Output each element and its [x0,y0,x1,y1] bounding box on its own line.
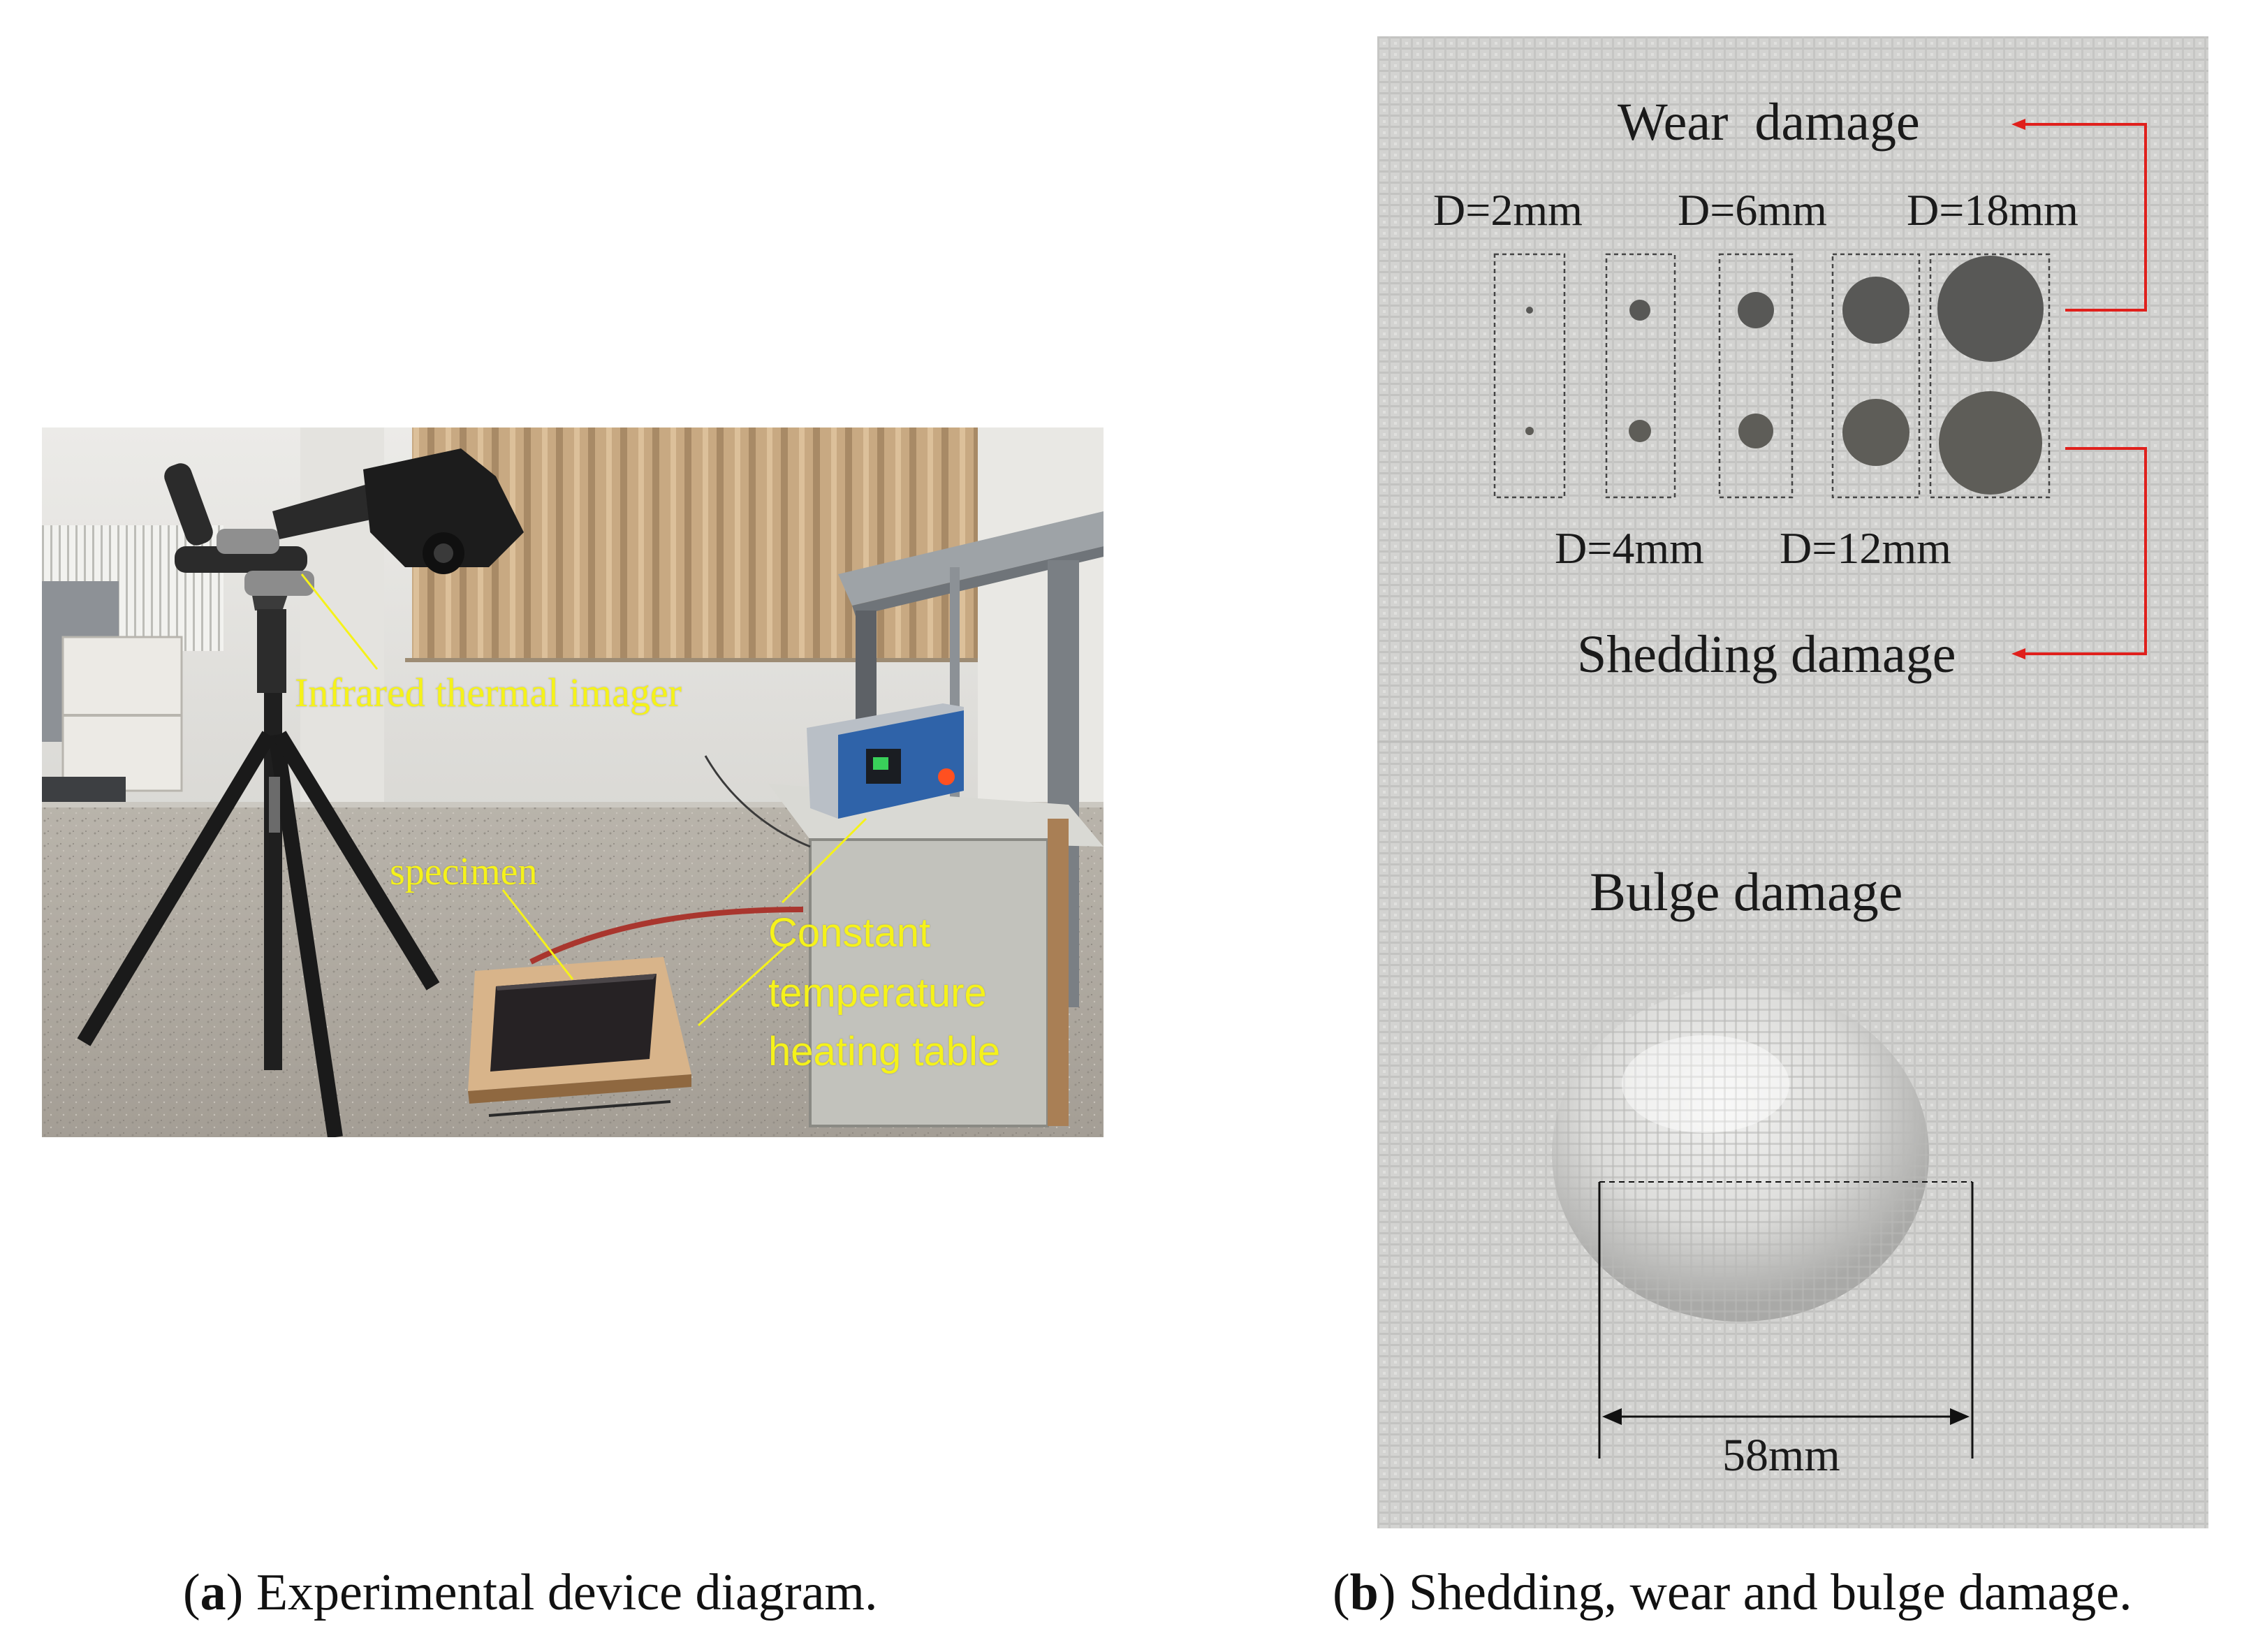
bulge-dimension-lines [1598,1181,1974,1459]
specimen-leader [501,889,574,980]
specimen-label: specimen [390,850,538,893]
fabric-texture [1377,36,2208,1528]
caption-a: (a) Experimental device diagram. [183,1564,878,1621]
infrared-imager-label: Infrared thermal imager [295,670,682,715]
wear-damage-title: Wear damage [1618,93,1920,152]
caption-b-text: Shedding, wear and bulge damage. [1408,1564,2132,1621]
diameter-label-4mm: D=4mm [1555,523,1704,573]
imager-leader [300,573,379,670]
shedding-damage-holes [1525,391,2042,495]
label-leader-lines [300,573,867,1027]
dimension-arrow-left [1602,1408,1622,1425]
wear-damage-holes [1526,256,2044,362]
dimension-arrow-right [1950,1408,1970,1425]
bulge-damage-title: Bulge damage [1590,861,1903,922]
wear-bracket-arrow [2023,123,2147,312]
experimental-device-photo: Infrared thermal imager specimen Constan… [42,427,1104,1137]
damage-specimens-photo: Wear damage D=2mm D=6mm D=18mm D=4mm D=1… [1377,36,2208,1528]
diameter-label-2mm: D=2mm [1433,185,1583,235]
wear-arrow-head [2011,119,2025,130]
heating-table-label-line1: Constant [768,910,931,956]
diameter-label-18mm: D=18mm [1907,185,2079,235]
diameter-label-6mm: D=6mm [1678,185,1827,235]
caption-a-text: Experimental device diagram. [256,1564,878,1621]
heating-table-label-line2: temperature [768,970,987,1016]
heating-table-label-line3: heating table [768,1029,1001,1074]
heating-plate-leader [697,943,789,1027]
specimen-boxes [1493,253,2051,499]
shedding-arrow-head [2011,648,2025,659]
bulge-dimension-label: 58mm [1722,1430,1840,1481]
device-scene [42,427,1104,1137]
shedding-bracket-arrow [2023,447,2147,655]
controller-leader [781,817,867,904]
caption-b: (b) Shedding, wear and bulge damage. [1333,1564,2132,1621]
caption-a-letter: a [200,1564,226,1621]
diameter-label-12mm: D=12mm [1780,523,1951,573]
shedding-damage-title: Shedding damage [1577,625,1956,684]
caption-b-letter: b [1349,1564,1379,1621]
